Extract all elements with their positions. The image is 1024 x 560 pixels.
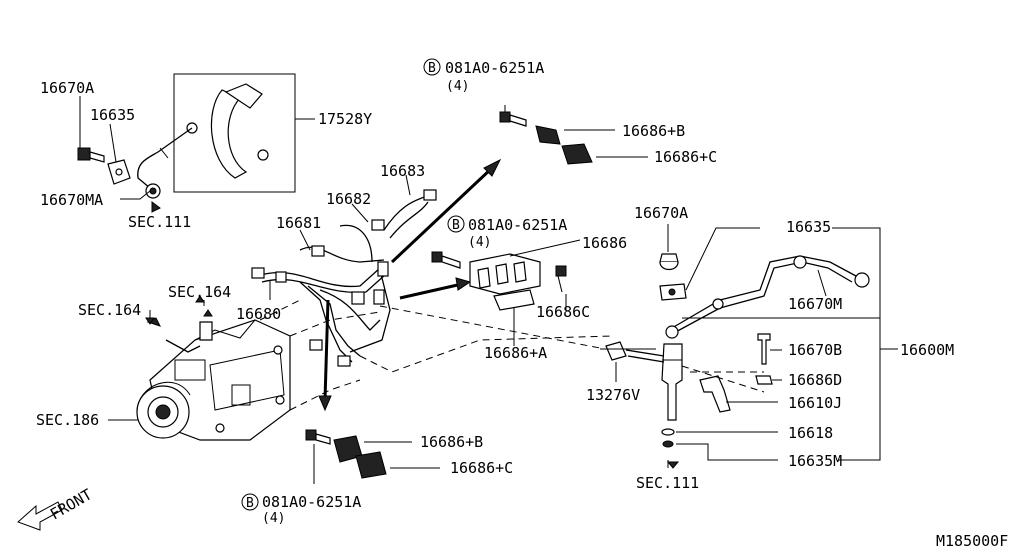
label-17528Y: 17528Y xyxy=(318,110,372,128)
clamp-16686B-top xyxy=(535,125,561,145)
bolt-symbol-c xyxy=(241,493,259,511)
clamp-16686C-top xyxy=(561,143,593,165)
label-front: FRONT xyxy=(47,485,95,523)
injection-tube-16681 xyxy=(299,246,385,263)
injection-tube-16680 xyxy=(259,267,381,288)
bolt-a xyxy=(499,111,511,123)
label-16683: 16683 xyxy=(380,162,425,180)
label-bolt-c-code: 081A0-6251A xyxy=(262,493,361,511)
label-sec164-left: SEC.164 xyxy=(78,301,141,319)
bracket-16600M xyxy=(832,227,881,461)
label-16635M: 16635M xyxy=(788,452,842,470)
label-16681: 16681 xyxy=(276,214,321,232)
label-16686B-top: 16686+B xyxy=(622,122,685,140)
label-sec111-bottom: SEC.111 xyxy=(636,474,699,492)
label-16670MA: 16670MA xyxy=(40,191,103,209)
tube-17528Y xyxy=(210,89,248,179)
label-bolt-a-qty: (4) xyxy=(446,79,469,94)
label-16686C-mid: 16686C xyxy=(536,303,590,321)
seal-16635M xyxy=(662,440,674,448)
injection-pump-assembly xyxy=(108,174,613,441)
bolt-symbol-letter-c: B xyxy=(246,496,254,511)
label-16600M: 16600M xyxy=(900,341,954,359)
bolt-symbol-a xyxy=(423,58,441,76)
bolt-16686C xyxy=(555,265,567,277)
label-16635-top: 16635 xyxy=(90,106,135,124)
label-13276V: 13276V xyxy=(586,386,640,404)
label-16610J: 16610J xyxy=(788,394,842,412)
cap-16670A xyxy=(659,253,679,263)
label-16686D: 16686D xyxy=(788,371,842,389)
label-16686: 16686 xyxy=(582,234,627,252)
bolt-symbol-letter-a: B xyxy=(428,61,436,76)
label-16670M: 16670M xyxy=(788,295,842,313)
bolt-16670B xyxy=(757,333,771,365)
bolt-16670A xyxy=(77,147,91,161)
assembly-arrows xyxy=(318,158,502,412)
labels: 16670A 16635 17528Y 16670MA SEC.111 B 08… xyxy=(36,59,1008,550)
label-16670A-top: 16670A xyxy=(40,79,94,97)
front-arrow xyxy=(17,501,63,531)
washer-16618 xyxy=(661,428,675,436)
label-16686C-bottom: 16686+C xyxy=(450,459,513,477)
clamp-16686C-bottom xyxy=(355,451,387,479)
arrow-sec164-left xyxy=(145,317,155,325)
bolt-b xyxy=(431,251,443,263)
top-center-assembly xyxy=(423,58,648,165)
top-left-assembly xyxy=(77,73,315,213)
arrow-sec111-bottom xyxy=(666,461,680,469)
injection-tube-16683 xyxy=(383,195,431,231)
detail-box-17528Y xyxy=(173,73,296,193)
washer-16686D xyxy=(755,375,773,385)
label-16686B-bottom: 16686+B xyxy=(420,433,483,451)
bottom-center-assembly xyxy=(241,429,440,511)
drawing-number: M185000F xyxy=(936,532,1008,550)
label-sec111-top: SEC.111 xyxy=(128,213,191,231)
label-16670A-right: 16670A xyxy=(634,204,688,222)
label-bolt-a-code: 081A0-6251A xyxy=(445,59,544,77)
clamp-16610J xyxy=(699,375,731,413)
label-16635-right: 16635 xyxy=(786,218,831,236)
label-bolt-b-code: 081A0-6251A xyxy=(468,216,567,234)
label-16682: 16682 xyxy=(326,190,371,208)
bolt-symbol-b xyxy=(447,215,465,233)
label-16686A: 16686+A xyxy=(484,344,547,362)
label-sec164-right: SEC.164 xyxy=(168,283,231,301)
label-bolt-b-qty: (4) xyxy=(468,235,491,250)
bolt-c xyxy=(305,429,317,441)
label-sec186: SEC.186 xyxy=(36,411,99,429)
arrow-sec164-right xyxy=(195,295,205,303)
injection-tube-16682 xyxy=(339,224,373,263)
injector-assembly xyxy=(600,224,898,469)
label-16686C-top: 16686+C xyxy=(654,148,717,166)
label-16618: 16618 xyxy=(788,424,833,442)
label-16680: 16680 xyxy=(236,305,281,323)
label-bolt-c-qty: (4) xyxy=(262,511,285,526)
fitting-13276V xyxy=(605,341,627,361)
arrow-sec111-top xyxy=(151,201,161,213)
spill-tube-16670M xyxy=(671,255,857,329)
bolt-symbol-letter-b: B xyxy=(452,218,460,233)
clamp-16686A xyxy=(493,289,535,311)
clamp-assembly-16686 xyxy=(431,215,581,346)
nozzle-holder xyxy=(661,343,683,421)
label-16670B: 16670B xyxy=(788,341,842,359)
